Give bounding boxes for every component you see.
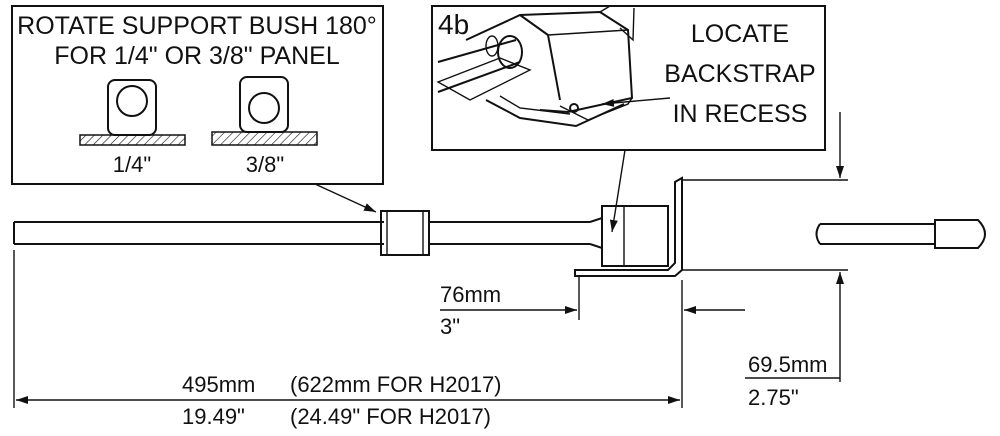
- bush-three-eighths-illustration: [211, 76, 318, 146]
- detail-4b-callout: 4b LOCATE BACKSTRAP IN RECESS: [431, 5, 826, 151]
- detail-4b-sketch: [436, 5, 635, 128]
- label-three-eighths: 3/8": [246, 152, 284, 177]
- dim-69-mm: 69.5mm: [748, 352, 827, 377]
- detail-4b-line1: LOCATE: [691, 20, 789, 48]
- detail-4b-line3: IN RECESS: [673, 100, 808, 128]
- dim-69-in: 2.75": [748, 385, 799, 410]
- dim-495-mm-alt: (622mm FOR H2017): [290, 372, 502, 397]
- detail-4b-arrow: [601, 97, 671, 107]
- dimension-76mm: 76mm 3": [440, 277, 745, 408]
- bush-leader-arrow: [314, 183, 377, 213]
- panel-quarter-hatch: [79, 134, 186, 146]
- bush-quarter-hole: [116, 85, 148, 117]
- rod-assembly: [13, 176, 986, 277]
- label-quarter: 1/4": [113, 152, 151, 177]
- rod-end-cap: [815, 219, 986, 249]
- bush-callout-frame: [11, 5, 384, 185]
- bush-callout: ROTATE SUPPORT BUSH 180° FOR 1/4" OR 3/8…: [11, 5, 384, 185]
- support-bush: [380, 210, 430, 256]
- detail-4b-line2: BACKSTRAP: [664, 60, 815, 88]
- bush-quarter-body: [107, 79, 157, 136]
- dimension-495mm: 495mm (622mm FOR H2017) 19.49" (24.49" F…: [13, 250, 680, 429]
- dim-76-mm: 76mm: [440, 282, 501, 307]
- detail-4b-leader: [609, 149, 626, 233]
- dimension-69mm: 69.5mm 2.75": [682, 112, 848, 410]
- bush-callout-line2: FOR 1/4" OR 3/8" PANEL: [54, 42, 340, 70]
- detail-4b-frame: [431, 5, 826, 151]
- bush-callout-line1: ROTATE SUPPORT BUSH 180°: [17, 12, 377, 40]
- dim-495-in-alt: (24.49" FOR H2017): [290, 404, 491, 429]
- dim-76-in: 3": [440, 314, 460, 339]
- bush-quarter-illustration: [79, 79, 186, 146]
- detail-4b-tag: 4b: [438, 9, 469, 40]
- bracket: [574, 176, 683, 277]
- dim-495-in: 19.49": [182, 404, 245, 429]
- bush-three-eighths-hole: [248, 92, 280, 124]
- panel-three-eighths-hatch: [211, 131, 318, 146]
- dim-495-mm: 495mm: [182, 372, 255, 397]
